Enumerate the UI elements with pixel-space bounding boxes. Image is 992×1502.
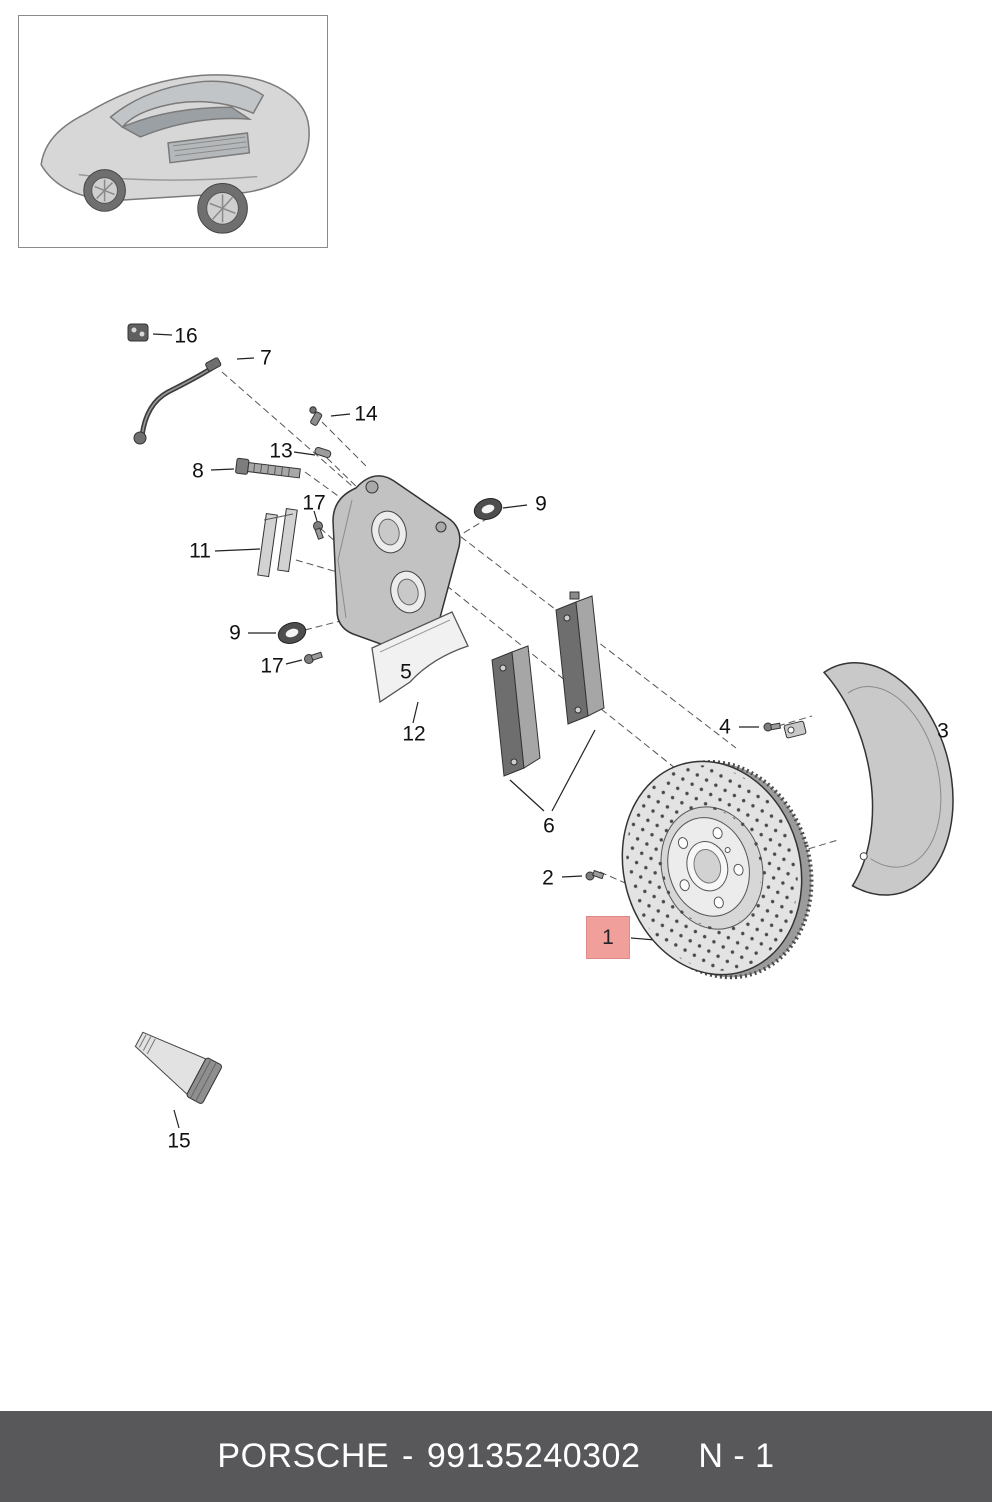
car-illustration: [40, 74, 310, 234]
caliper-bolt-part-8: [235, 457, 301, 479]
callout-15[interactable]: 15: [167, 1129, 191, 1153]
vehicle-thumbnail: [18, 15, 328, 248]
cable-clip-part-16: [127, 323, 149, 342]
brake-caliper-part-5: [332, 475, 461, 656]
footer-brand: PORSCHE: [217, 1437, 390, 1475]
footer-bar: PORSCHE - 99135240302 N - 1: [0, 1411, 992, 1502]
callout-9-right[interactable]: 9: [535, 492, 547, 516]
shield-screw-part-4: [763, 722, 782, 732]
callout-7[interactable]: 7: [260, 346, 272, 370]
grease-tube-part-15: [134, 1031, 223, 1104]
callout-17-upper[interactable]: 17: [302, 491, 326, 515]
footer-part-number: 99135240302: [426, 1437, 641, 1475]
selected-part-callout-1[interactable]: 1: [586, 916, 630, 959]
heat-shield-part-12: [371, 611, 469, 704]
brake-disc-part-1: [621, 760, 814, 980]
callout-17-lower[interactable]: 17: [260, 654, 284, 678]
retainer-screw-part-17-upper: [313, 521, 324, 540]
bleeder-valve-part-14: [309, 406, 323, 426]
callout-3[interactable]: 3: [937, 719, 949, 743]
callout-11[interactable]: 11: [189, 539, 211, 563]
retainer-screw-part-17-lower: [304, 651, 323, 664]
brake-hose-part-7: [133, 357, 222, 445]
footer-page-ref: N - 1: [698, 1437, 775, 1475]
disc-screw-part-2: [585, 869, 605, 881]
callout-13[interactable]: 13: [269, 439, 293, 463]
callout-12[interactable]: 12: [402, 722, 426, 746]
footer-separator: -: [402, 1437, 414, 1475]
sealing-ring-part-9-left: [277, 622, 307, 644]
brake-pads-part-6: [491, 591, 605, 777]
splash-shield-part-3: [783, 662, 954, 896]
callout-16[interactable]: 16: [174, 324, 198, 348]
callout-8[interactable]: 8: [192, 459, 204, 483]
callout-6[interactable]: 6: [543, 814, 555, 838]
callout-9-left[interactable]: 9: [229, 621, 241, 645]
sealing-ring-part-9-right: [473, 498, 503, 520]
callout-2[interactable]: 2: [542, 866, 554, 890]
guide-pin-part-13: [314, 446, 332, 458]
callout-14[interactable]: 14: [354, 402, 378, 426]
callout-4[interactable]: 4: [719, 715, 731, 739]
callout-5[interactable]: 5: [400, 660, 412, 684]
car-wheels: [83, 169, 248, 234]
pad-spring-part-11: [257, 508, 298, 578]
